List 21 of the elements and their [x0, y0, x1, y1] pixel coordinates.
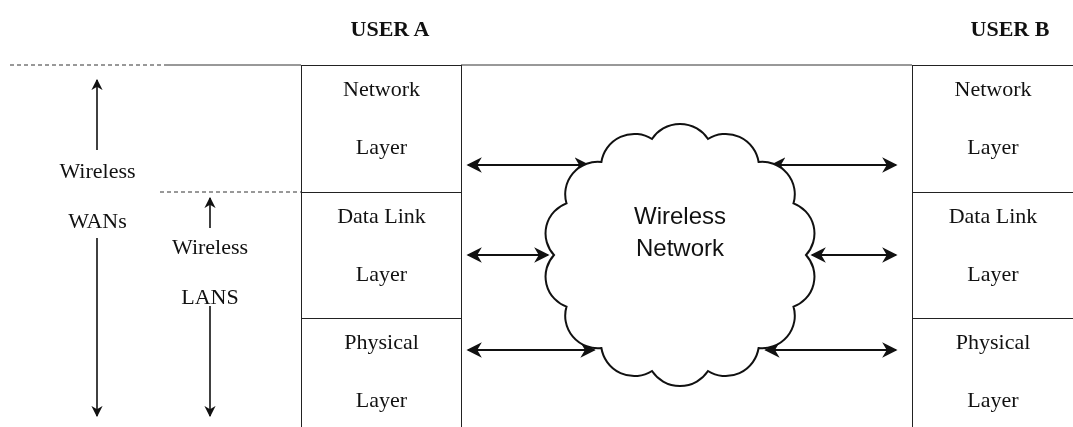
- cloud-label: Wireless Network: [633, 201, 727, 263]
- double-arrow: [764, 342, 898, 358]
- layer-label: Physical Layer: [343, 328, 420, 414]
- layer-label: Physical Layer: [954, 328, 1032, 414]
- double-arrow: [466, 247, 550, 263]
- column-heading: USER B: [969, 15, 1051, 43]
- layer-label: Data Link Layer: [947, 202, 1039, 288]
- layer-box: [912, 318, 1073, 427]
- layer-label: Network Layer: [953, 75, 1033, 161]
- layer-box: [912, 192, 1073, 318]
- double-arrow: [810, 247, 898, 263]
- layer-box: [301, 318, 462, 427]
- double-arrow: [466, 342, 596, 358]
- layer-box: [912, 65, 1073, 192]
- layer-box: [301, 192, 462, 318]
- layer-label: Network Layer: [342, 75, 421, 161]
- layer-box: [301, 65, 462, 192]
- layer-label: Data Link Layer: [336, 202, 427, 288]
- column-heading: USER A: [349, 15, 431, 43]
- range-label: Wireless LANS: [171, 233, 250, 311]
- range-label: Wireless WANs: [58, 157, 137, 235]
